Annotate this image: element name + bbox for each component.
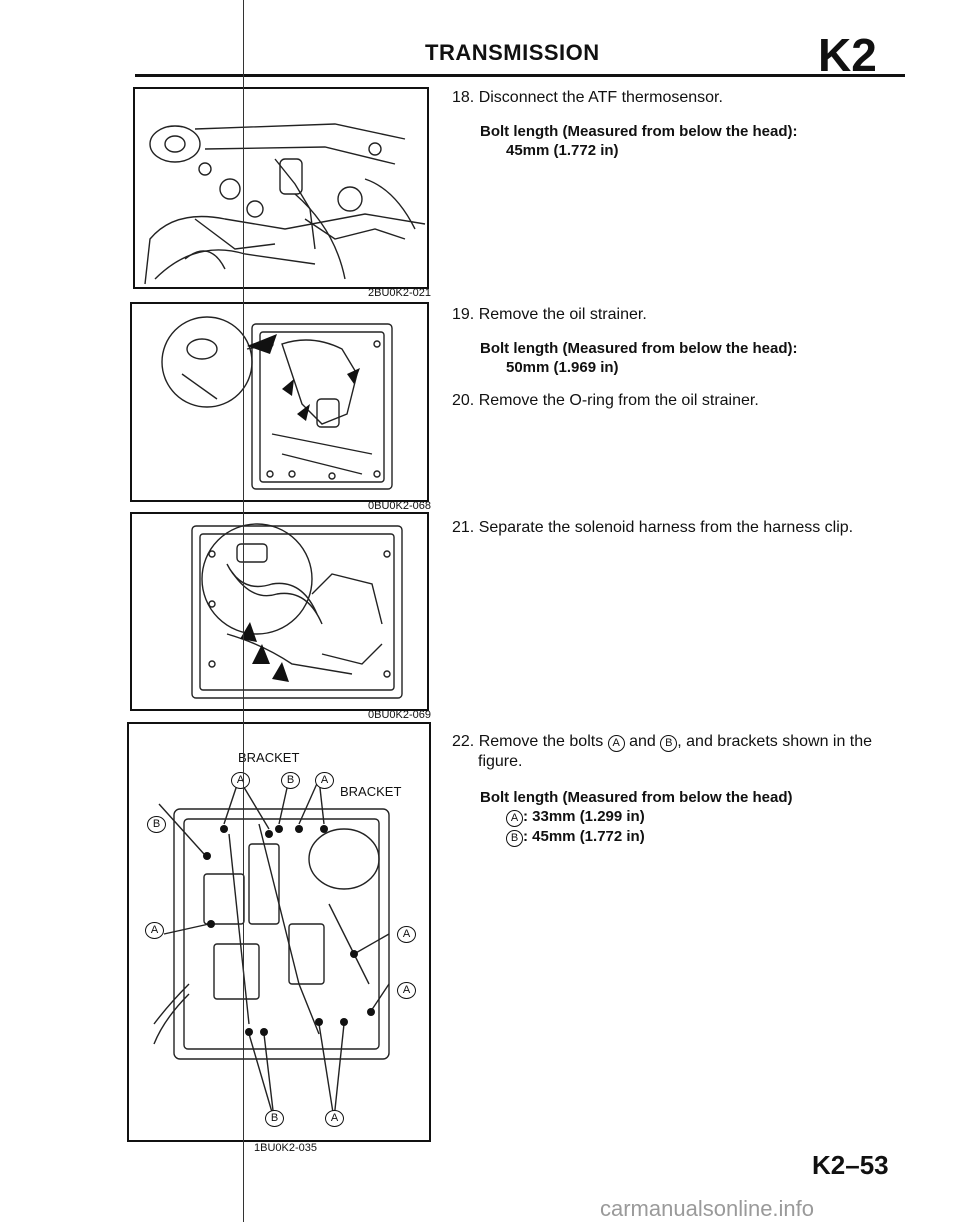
step-22-spec: Bolt length (Measured from below the hea…: [480, 788, 793, 847]
figure-4-code: 1BU0K2-035: [254, 1142, 317, 1154]
figure-3-illustration: [191, 523, 403, 699]
label-bracket-right: BRACKET: [339, 784, 403, 799]
step-22-text-line2: figure.: [478, 753, 523, 770]
spec-a-callout: A: [506, 810, 523, 827]
figure-oil-strainer: [130, 302, 429, 502]
binding-margin-line: [243, 0, 244, 1222]
step-22-spec-b: B: 45mm (1.772 in): [480, 827, 793, 847]
callout-a-bottom: A: [325, 1110, 344, 1127]
step-22: 22. Remove the bolts A and B, and bracke…: [452, 732, 872, 772]
page-number: K2–53: [812, 1150, 889, 1180]
step-19-spec-value: 50mm (1.969 in): [506, 359, 619, 376]
bolt-b-callout: B: [660, 735, 678, 752]
step-22-spec-a: A: 33mm (1.299 in): [480, 807, 793, 827]
callout-b-top: B: [281, 772, 300, 789]
step-18: 18. Disconnect the ATF thermosensor.: [452, 89, 723, 106]
figure-solenoid-harness: [130, 512, 429, 711]
step-18-spec: Bolt length (Measured from below the hea…: [480, 122, 798, 160]
figure-brackets: BRACKET BRACKET A B A B A A A B A: [127, 722, 431, 1142]
bolt-a-callout: A: [607, 735, 625, 752]
section-code: K2: [818, 29, 877, 81]
step-19: 19. Remove the oil strainer.: [452, 306, 647, 323]
watermark: carmanualsonline.info: [600, 1196, 815, 1221]
spec-b-value: : 45mm (1.772 in): [523, 828, 645, 845]
figure-3-code: 0BU0K2-069: [368, 709, 431, 721]
callout-b-left: B: [147, 816, 166, 833]
step-21: 21. Separate the solenoid harness from t…: [452, 519, 854, 536]
step-22-text-start: 22. Remove the bolts: [452, 733, 604, 750]
step-18-spec-value: 45mm (1.772 in): [506, 142, 619, 159]
figure-1-illustration: [144, 123, 426, 285]
figure-1-code: 2BU0K2-021: [368, 287, 431, 299]
header-rule: [135, 74, 905, 77]
step-20: 20. Remove the O-ring from the oil strai…: [452, 392, 759, 409]
label-bracket-left: BRACKET: [237, 750, 301, 765]
figure-2-code: 0BU0K2-068: [368, 500, 431, 512]
callout-a-left: A: [145, 922, 164, 939]
page-title: TRANSMISSION: [425, 40, 600, 65]
figure-atf-thermosensor: [133, 87, 429, 289]
callout-a-top-left: A: [231, 772, 250, 789]
callout-a-top-right: A: [315, 772, 334, 789]
step-22-text-end: , and brackets shown in the: [677, 733, 873, 750]
spec-b-callout: B: [506, 830, 523, 847]
step-19-spec: Bolt length (Measured from below the hea…: [480, 339, 798, 377]
callout-a-right-2: A: [397, 982, 416, 999]
callout-b-bottom: B: [265, 1110, 284, 1127]
spec-a-value: : 33mm (1.299 in): [523, 808, 645, 825]
step-22-text-and: and: [629, 733, 656, 750]
step-18-spec-title: Bolt length (Measured from below the hea…: [480, 123, 798, 140]
figure-2-illustration: [161, 316, 393, 490]
step-19-spec-title: Bolt length (Measured from below the hea…: [480, 340, 798, 357]
step-22-spec-title: Bolt length (Measured from below the hea…: [480, 789, 793, 806]
callout-a-right-1: A: [397, 926, 416, 943]
